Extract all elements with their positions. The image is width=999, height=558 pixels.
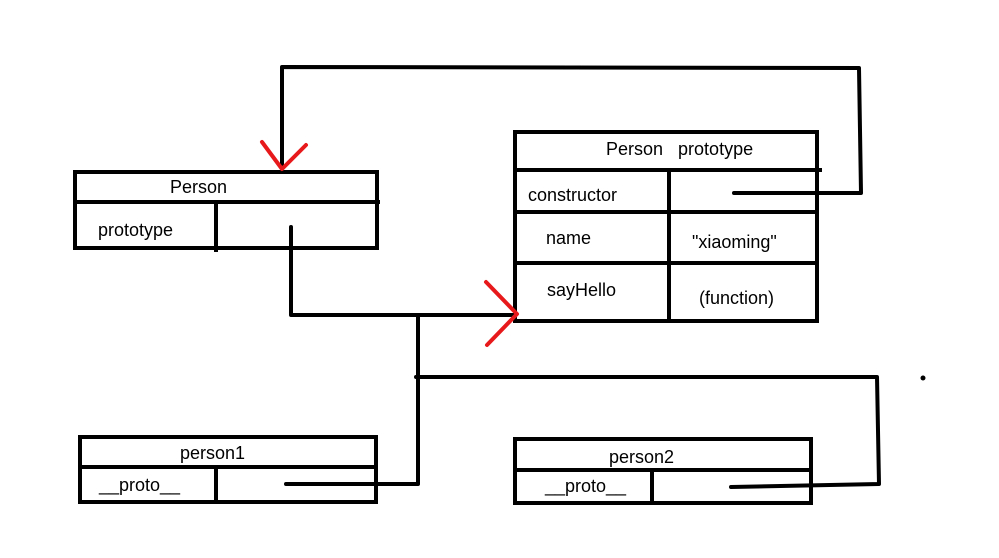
person-prototype-label: prototype xyxy=(98,220,173,240)
person-box: Person prototype xyxy=(73,170,380,252)
name-key: name xyxy=(546,228,591,248)
person-box-outline xyxy=(73,170,379,250)
person2-proto-connector xyxy=(414,375,881,489)
person-prototype-box-outline xyxy=(513,130,819,323)
person1-proto-connector xyxy=(284,313,420,486)
person2-box: person2 __proto__ xyxy=(513,437,813,505)
person-prototype-box: Person prototype constructor name "xiaom… xyxy=(513,130,822,323)
person1-box: person1 __proto__ xyxy=(78,435,378,504)
stray-dot xyxy=(920,375,926,381)
person-prototype-arrow-head xyxy=(484,280,519,347)
prototype-to-person-prototype-connector xyxy=(289,225,517,317)
person-title: Person xyxy=(170,177,227,197)
person1-title: person1 xyxy=(180,443,245,463)
sayhello-value: (function) xyxy=(699,288,774,308)
person2-title: person2 xyxy=(609,447,674,467)
sayhello-key: sayHello xyxy=(547,280,616,300)
person1-box-outline xyxy=(78,435,378,504)
person-prototype-title: Person prototype xyxy=(606,139,753,159)
person2-proto-label: __proto__ xyxy=(544,476,627,497)
constructor-to-person-connector xyxy=(280,65,863,195)
constructor-key: constructor xyxy=(528,185,617,205)
person1-proto-label: __proto__ xyxy=(98,475,181,496)
person-arrow-head xyxy=(260,140,308,171)
name-value: "xiaoming" xyxy=(692,232,777,252)
